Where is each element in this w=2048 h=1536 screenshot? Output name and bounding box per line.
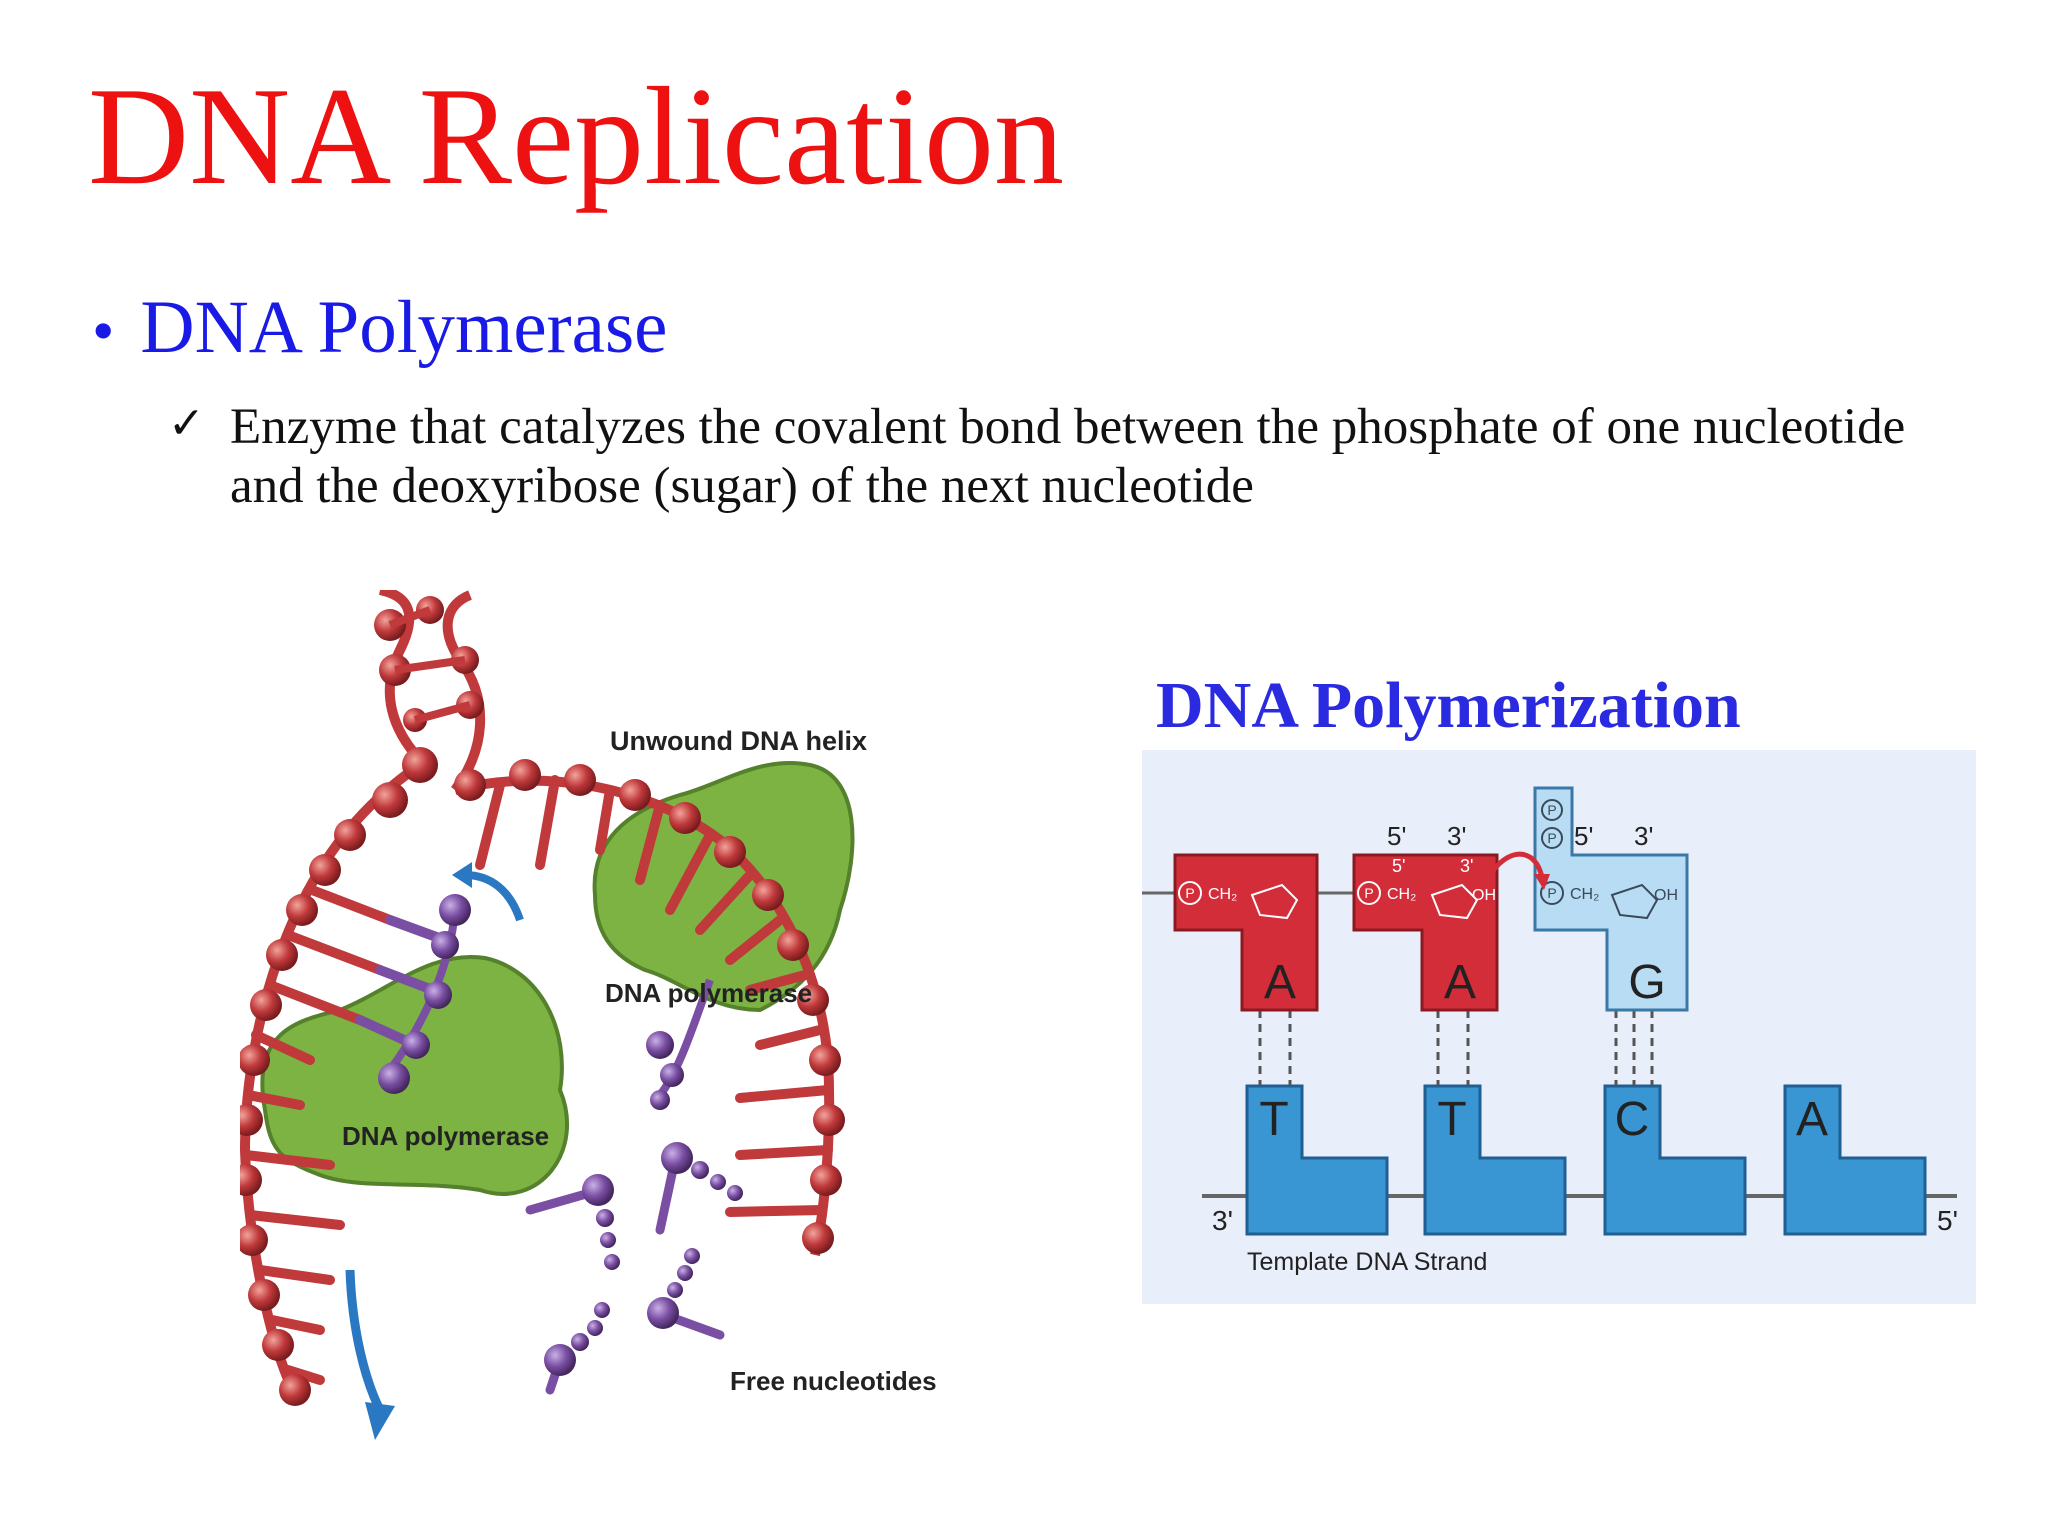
sub-bullet-text: Enzyme that catalyzes the covalent bond … (230, 399, 1906, 514)
new-base-letter: A (1264, 956, 1296, 1009)
label-5-prime: 5' (1574, 821, 1593, 851)
label-free-nucleotides: Free nucleotides (730, 1366, 937, 1396)
ch2-label: CH₂ (1570, 886, 1599, 903)
ch2-label: CH₂ (1387, 886, 1416, 903)
new-nucleotide-2 (1352, 853, 1499, 1012)
slide-title: DNA Replication (88, 59, 1064, 214)
label-5-prime: 5' (1387, 821, 1406, 851)
phosphate-label: P (1547, 830, 1556, 846)
replication-diagram: Unwound DNA helix DNA polymerase DNA pol… (240, 590, 937, 1440)
ch2-label: CH₂ (1208, 886, 1237, 903)
label-3-prime-small: 3' (1460, 856, 1473, 876)
template-strand-label: Template DNA Strand (1247, 1248, 1487, 1276)
template-block-4 (1783, 1084, 1927, 1236)
phosphate-label: P (1547, 885, 1556, 901)
polymerization-diagram: P P P P P CH₂ CH₂ CH₂ OH OH 5' 3' 5' 3' (1142, 750, 1976, 1304)
new-base-letter: G (1628, 956, 1665, 1009)
label-5-prime-small: 5' (1392, 856, 1405, 876)
incoming-nucleotide (1533, 786, 1689, 1012)
template-3-prime-end: 3' (1212, 1205, 1233, 1236)
oh-label: OH (1472, 887, 1496, 904)
label-3-prime: 3' (1634, 821, 1653, 851)
template-block-3 (1603, 1084, 1747, 1236)
label-3-prime: 3' (1447, 821, 1466, 851)
template-base-letter: T (1259, 1093, 1288, 1146)
template-block-2 (1423, 1084, 1567, 1236)
polymerization-svg: P P P P P CH₂ CH₂ CH₂ OH OH 5' 3' 5' 3' (1142, 786, 1958, 1276)
template-block-1 (1245, 1084, 1389, 1236)
template-base-letter: C (1615, 1093, 1650, 1146)
bond-arrow (1489, 851, 1545, 879)
phosphate-label: P (1185, 885, 1194, 901)
label-dna-polymerase-left: DNA polymerase (342, 1121, 549, 1151)
oh-label: OH (1654, 887, 1678, 904)
label-unwound-dna-helix: Unwound DNA helix (610, 726, 867, 756)
free-nucleotides-group (525, 1142, 743, 1395)
bullet-marker: • (92, 295, 115, 366)
polymerization-title: DNA Polymerization (1156, 669, 1741, 742)
phosphate-label: P (1364, 885, 1373, 901)
phosphate-label: P (1547, 802, 1556, 818)
template-base-letter: T (1437, 1093, 1466, 1146)
direction-arrow-bottom (345, 1269, 385, 1413)
dna-replication-illustration: Unwound DNA helix DNA polymerase DNA pol… (240, 590, 1070, 1480)
template-base-letter: A (1796, 1093, 1828, 1146)
direction-arrow-top (464, 871, 524, 922)
checkmark-icon: ✓ (168, 399, 205, 448)
new-nucleotide-1 (1173, 853, 1319, 1012)
sub-bullet-item: ✓ Enzyme that catalyzes the covalent bon… (168, 398, 1928, 516)
new-base-letter: A (1444, 956, 1476, 1009)
bullet-text: DNA Polymerase (140, 286, 668, 369)
bullet-item: • DNA Polymerase (92, 285, 667, 371)
template-5-prime-end: 5' (1937, 1205, 1958, 1236)
label-dna-polymerase-right: DNA polymerase (605, 978, 812, 1008)
